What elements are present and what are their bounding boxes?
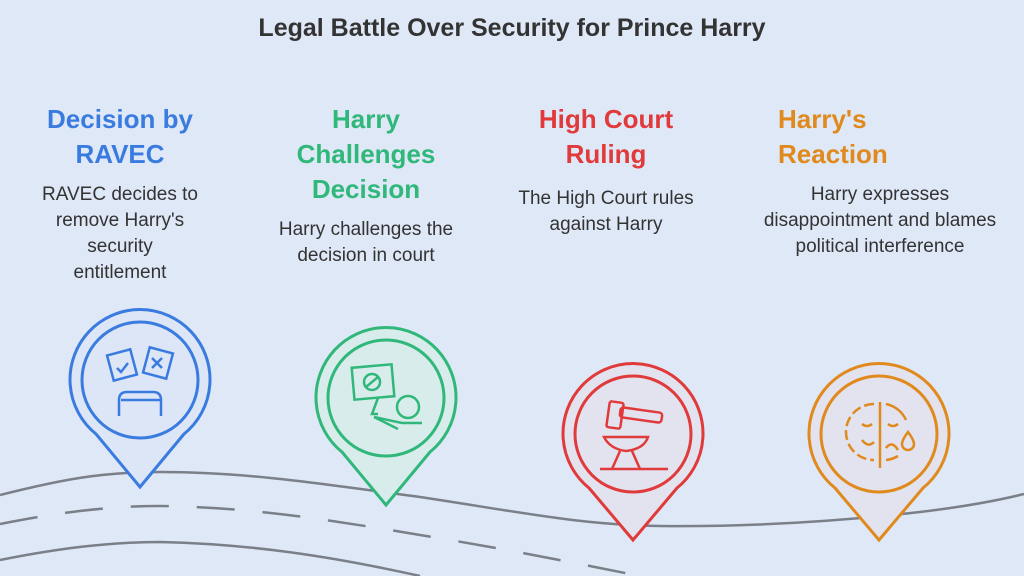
voting-decision-icon xyxy=(105,345,175,416)
protest-sign-icon xyxy=(350,362,422,431)
heading-line: Harry's xyxy=(778,104,867,134)
pin-decision-by-ravec xyxy=(68,308,212,490)
heading-line: Ruling xyxy=(565,139,647,169)
heading-line: High Court xyxy=(538,104,674,134)
heading-line: RAVEC xyxy=(75,139,165,169)
pin-harry-challenges xyxy=(314,326,458,508)
step-description: The High Court rules against Harry xyxy=(518,188,694,235)
road-lower-edge xyxy=(0,540,421,576)
pin-high-court-ruling xyxy=(561,362,705,543)
heading-line: Decision xyxy=(311,174,421,204)
heading-line: Challenges xyxy=(296,139,436,169)
heading-line: Harry xyxy=(332,104,400,134)
sad-face-icon xyxy=(844,402,916,468)
heading-line: Reaction xyxy=(778,139,888,169)
step-heading: Decision by RAVEC xyxy=(0,102,240,172)
page-title: Legal Battle Over Security for Prince Ha… xyxy=(258,14,766,42)
step-description: RAVEC decides to remove Harry's security… xyxy=(42,184,198,283)
step-decision-by-ravec: Decision by RAVEC RAVEC decides to remove… xyxy=(0,102,240,286)
road-center-dashes xyxy=(0,504,641,576)
gavel-anvil-icon xyxy=(600,400,668,471)
pin-harrys-reaction xyxy=(807,362,951,543)
step-description: Harry expresses disappointment and blame… xyxy=(763,184,997,257)
heading-line: Decision by xyxy=(47,104,193,134)
road xyxy=(0,470,1024,576)
step-description: Harry challenges the decision in court xyxy=(278,219,454,266)
road-upper-edge xyxy=(0,470,1024,528)
